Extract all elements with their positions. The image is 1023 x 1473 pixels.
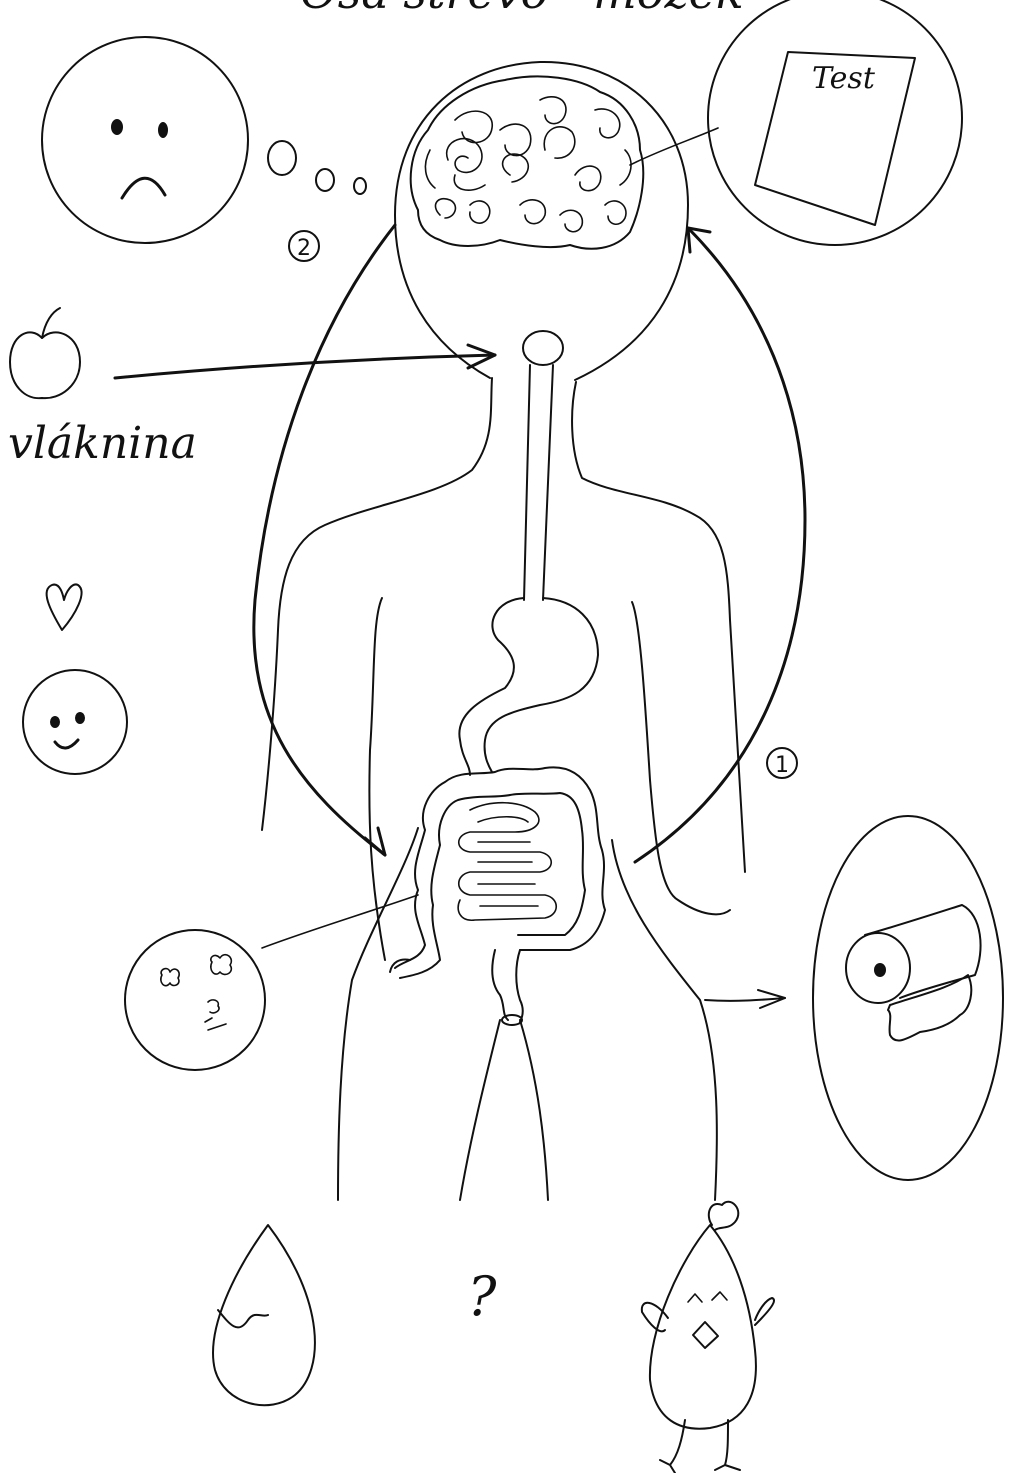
- toilet-paper-icon: [813, 816, 1003, 1180]
- test-sheet-icon: Test: [708, 0, 962, 245]
- fiber-to-brain-arrow: [115, 345, 495, 378]
- small-intestine: [458, 803, 556, 920]
- step-one-label: 1: [775, 753, 789, 778]
- step-two-label: 2: [297, 236, 311, 261]
- fiber-caption: vláknina: [8, 418, 197, 469]
- question-mark: ?: [468, 1265, 498, 1328]
- egg-icon: [213, 1225, 315, 1405]
- stomach: [459, 598, 598, 775]
- chick-icon: [642, 1202, 774, 1473]
- brain-to-test-line: [630, 128, 718, 165]
- step-one-marker: 1: [767, 748, 797, 778]
- step-two-marker: 2: [289, 231, 319, 261]
- esophagus: [524, 365, 553, 600]
- thought-bubble-icon: [268, 141, 366, 194]
- test-sheet-label: Test: [812, 61, 876, 96]
- microbes-connector-line: [262, 895, 418, 948]
- heading: Osa střevo - mozek: [300, 0, 744, 19]
- rectum: [492, 950, 522, 1025]
- sad-face-icon: [42, 37, 248, 243]
- microbes-icon: [125, 930, 265, 1070]
- brain-to-gut-arrow: [254, 225, 395, 855]
- heart-icon: [47, 584, 82, 630]
- to-toilet-arrow: [705, 990, 785, 1008]
- pituitary-gland: [523, 331, 563, 365]
- apple-icon: [10, 308, 80, 398]
- body-outline: [262, 378, 745, 1200]
- brain-icon: [411, 76, 644, 248]
- smiling-face-icon: [23, 670, 127, 774]
